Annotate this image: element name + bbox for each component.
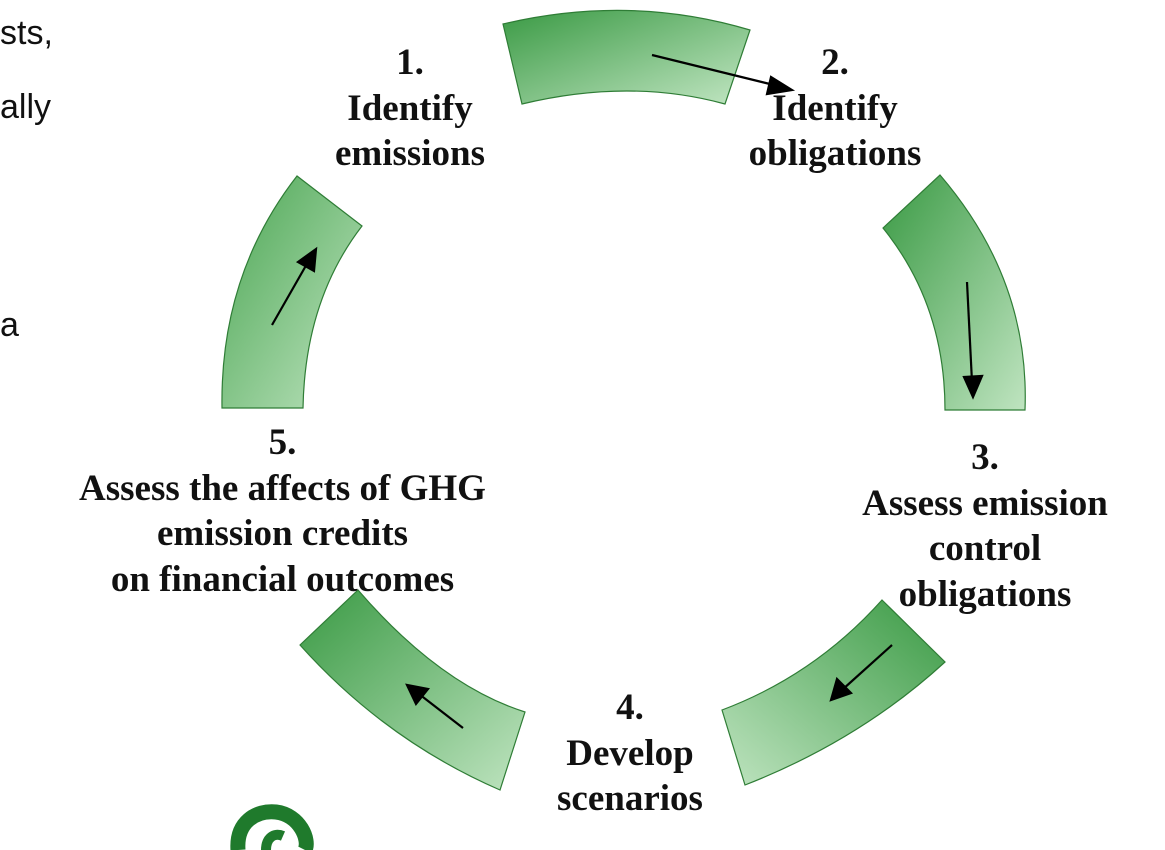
- step-2-line-2: obligations: [748, 133, 922, 174]
- step-4-line-1: Develop: [566, 732, 694, 774]
- step-3-line-1: Assess emission: [862, 482, 1108, 524]
- arrow-icon: [651, 53, 779, 88]
- step-1-line-2: emissions: [334, 133, 486, 174]
- step-5-number: 5.: [268, 422, 297, 463]
- step-5-label: 5. Assess the affects of GHG emission cr…: [0, 420, 565, 602]
- step-1-line-1: Identify: [347, 87, 473, 129]
- arrow-icon: [418, 693, 464, 729]
- cycle-segment-top: [502, 9, 751, 105]
- edge-text-1: sts,: [0, 14, 53, 52]
- step-4-label: 4. Develop scenarios: [520, 685, 740, 822]
- step-5-line-1: Assess the affects of GHG: [79, 467, 486, 509]
- step-1-label: 1. Identify emissions: [300, 40, 520, 177]
- arrow-head-icon: [295, 246, 318, 273]
- arrow-head-icon: [829, 676, 854, 702]
- step-2-label: 2. Identify obligations: [715, 40, 955, 177]
- step-5-line-3: on financial outcomes: [110, 558, 455, 600]
- step-3-line-3: obligations: [898, 573, 1072, 615]
- arrow-head-icon: [405, 683, 430, 707]
- step-3-line-2: control: [928, 528, 1042, 569]
- arrow-icon: [965, 281, 974, 383]
- edge-text-3: a: [0, 306, 19, 344]
- step-1-number: 1.: [396, 42, 424, 83]
- arrow-head-icon: [962, 374, 984, 400]
- spiral-logo-icon: [230, 804, 314, 850]
- step-2-line-1: Identify: [772, 87, 898, 129]
- step-2-number: 2.: [821, 42, 849, 83]
- step-3-label: 3. Assess emission control obligations: [815, 435, 1155, 617]
- step-4-line-2: scenarios: [557, 778, 703, 819]
- cycle-segment-right: [882, 174, 1026, 411]
- arrow-icon: [271, 261, 309, 326]
- edge-text-2: ally: [0, 88, 52, 126]
- step-5-line-2: emission credits: [156, 513, 409, 554]
- step-3-number: 3.: [971, 437, 999, 478]
- arrow-icon: [841, 644, 893, 691]
- arrow-head-icon: [765, 75, 796, 96]
- step-4-number: 4.: [616, 687, 644, 728]
